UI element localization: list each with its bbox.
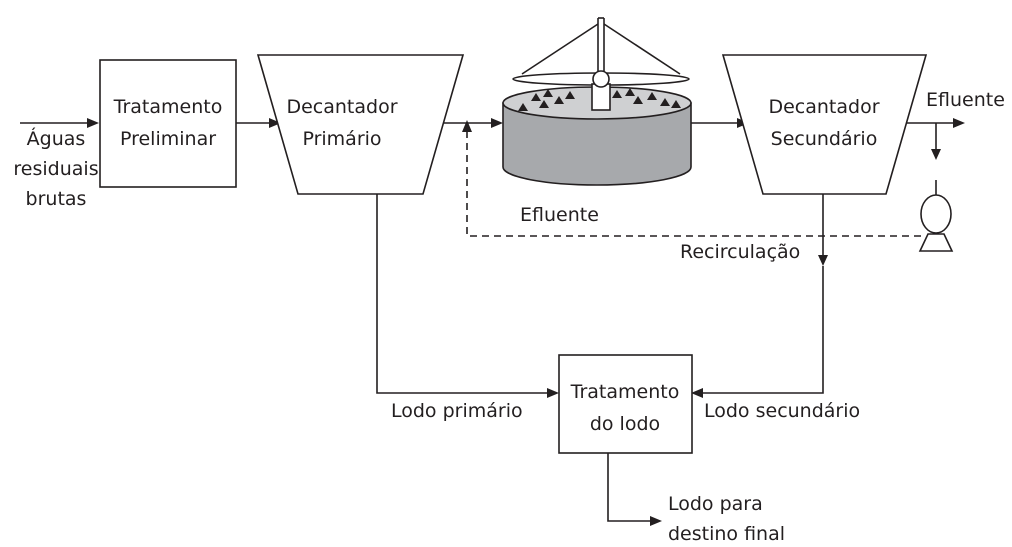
recirculation-label: Recirculação [680, 241, 800, 263]
secondary-sludge-line [691, 194, 828, 398]
primary-sludge-label: Lodo primário [391, 400, 523, 422]
raw-water-label-line2: residuais [13, 158, 98, 180]
final-destination-label-line2: destino final [668, 523, 785, 545]
branch-to-pump-arrow [931, 123, 941, 160]
secondary-sludge-label: Lodo secundário [704, 400, 860, 422]
flow-arrow-to-aeration [443, 118, 503, 128]
flow-arrow-to-primary [236, 118, 281, 128]
primary-decanter-label-line1: Decantador [286, 96, 397, 118]
final-destination-label-line1: Lodo para [668, 493, 763, 515]
primary-sludge-line [376, 194, 559, 398]
effluent-out-label: Efluente [926, 89, 1005, 111]
secondary-decanter [721, 54, 928, 195]
preliminary-treatment-label-line1: Tratamento [113, 96, 223, 118]
sludge-treatment-label-line1: Tratamento [570, 381, 680, 403]
raw-water-label-line1: Águas [27, 127, 86, 150]
aeration-bubbles [518, 88, 681, 111]
secondary-decanter-label-line1: Decantador [768, 96, 879, 118]
preliminary-treatment-label-line2: Preliminar [120, 128, 216, 150]
effluent-recycle-label: Efluente [520, 204, 599, 226]
pump-icon [918, 194, 954, 252]
raw-water-label-line3: brutas [26, 188, 87, 210]
flow-arrow-to-secondary [691, 118, 749, 128]
effluent-outflow-arrow [906, 118, 965, 128]
secondary-decanter-label-line2: Secundário [771, 128, 878, 150]
primary-decanter [256, 54, 465, 195]
primary-decanter-label-line2: Primário [302, 128, 381, 150]
mechanical-aerator-icon [512, 17, 690, 111]
preliminary-treatment-box [99, 59, 237, 188]
recirculation-dashed-line [462, 120, 921, 237]
raw-water-inflow-arrow [20, 118, 99, 128]
sludge-treatment-label-line2: do lodo [590, 413, 660, 435]
final-destination-arrow [607, 453, 662, 526]
sludge-treatment-box [558, 354, 693, 454]
